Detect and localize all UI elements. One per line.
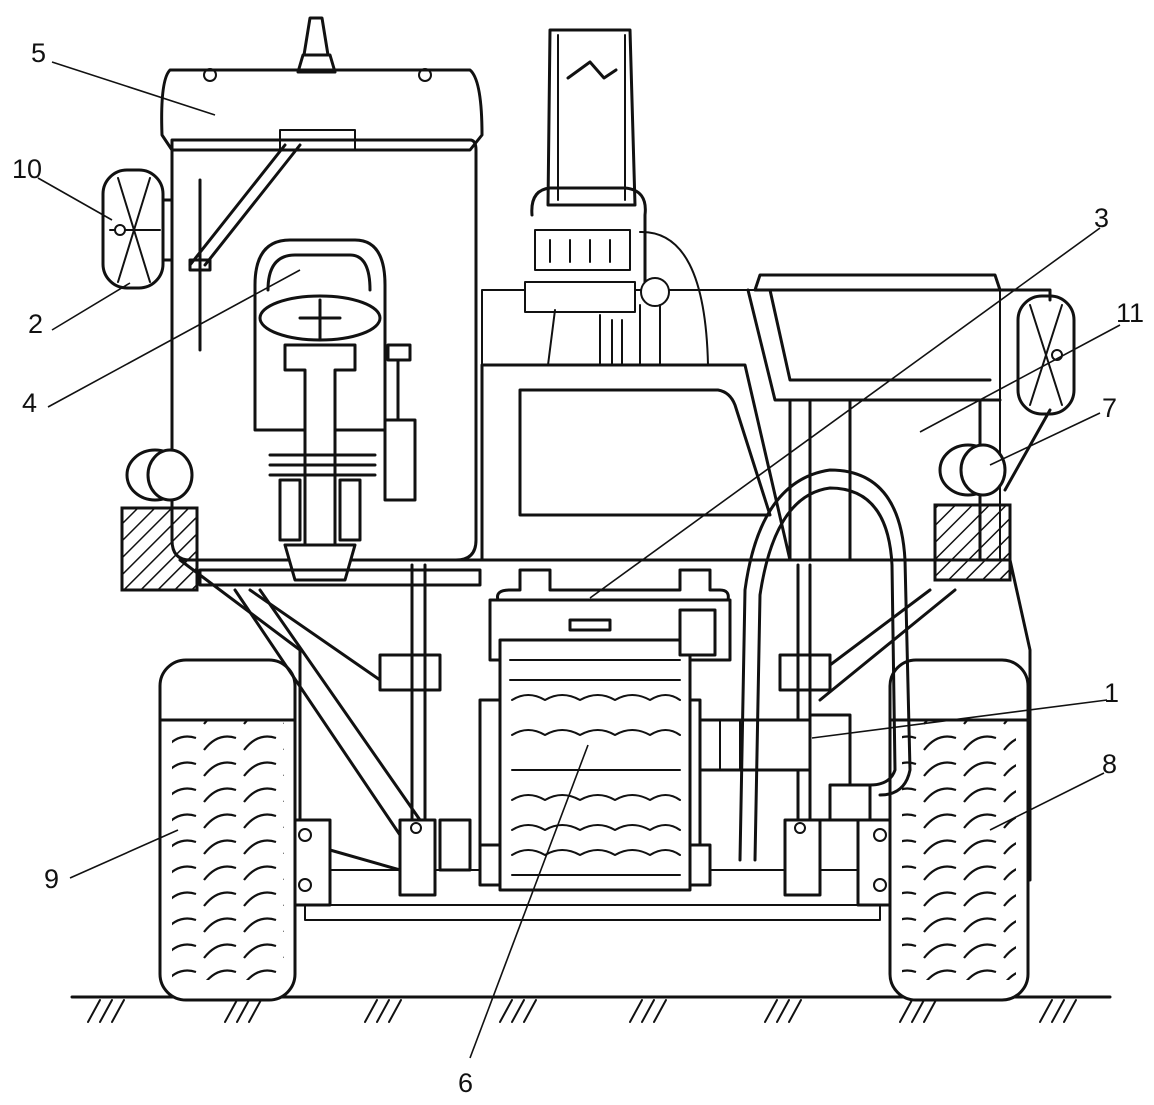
roller-unit	[438, 568, 732, 892]
left-hitch-arm	[328, 563, 442, 897]
left-mirror	[101, 168, 174, 290]
callout-10: 10	[12, 154, 42, 184]
leader-6	[469, 744, 589, 1059]
rear-window-housing	[480, 363, 792, 562]
leader-2	[51, 282, 131, 331]
leader-lines	[37, 61, 1121, 1059]
left-wheel	[158, 658, 297, 1002]
cab-base	[198, 543, 482, 587]
leader-3	[589, 227, 1101, 599]
callout-6: 6	[458, 1068, 473, 1098]
axle-brackets	[293, 818, 892, 907]
callout-11: 11	[1116, 298, 1144, 328]
callout-7: 7	[1102, 393, 1117, 423]
leader-11	[919, 324, 1121, 433]
left-lamps	[120, 448, 199, 592]
right-lamps	[933, 443, 1012, 582]
callout-4: 4	[22, 388, 37, 418]
callout-2: 2	[28, 309, 43, 339]
callout-9: 9	[44, 864, 59, 894]
right-hitch-arm	[778, 563, 832, 897]
leader-1	[811, 699, 1108, 739]
callout-3: 3	[1094, 203, 1109, 233]
callout-1: 1	[1104, 678, 1119, 708]
hydraulic-hoses	[738, 468, 912, 862]
leader-4	[47, 269, 301, 408]
right-wheel	[888, 658, 1030, 1002]
callout-8: 8	[1102, 749, 1117, 779]
frame-braces	[233, 588, 957, 837]
leader-9	[69, 829, 179, 879]
operator-seat	[253, 238, 417, 547]
leader-7	[989, 412, 1101, 466]
drive-shaft	[698, 713, 852, 822]
right-mirror	[998, 288, 1076, 492]
leader-5	[51, 61, 216, 116]
callout-labels: 1 2 3 4 5 6 7 8 9 10 11	[12, 38, 1144, 1098]
elevator-mast	[524, 28, 709, 371]
leader-10	[37, 177, 113, 221]
leader-8	[989, 772, 1105, 831]
callout-5: 5	[31, 38, 46, 68]
